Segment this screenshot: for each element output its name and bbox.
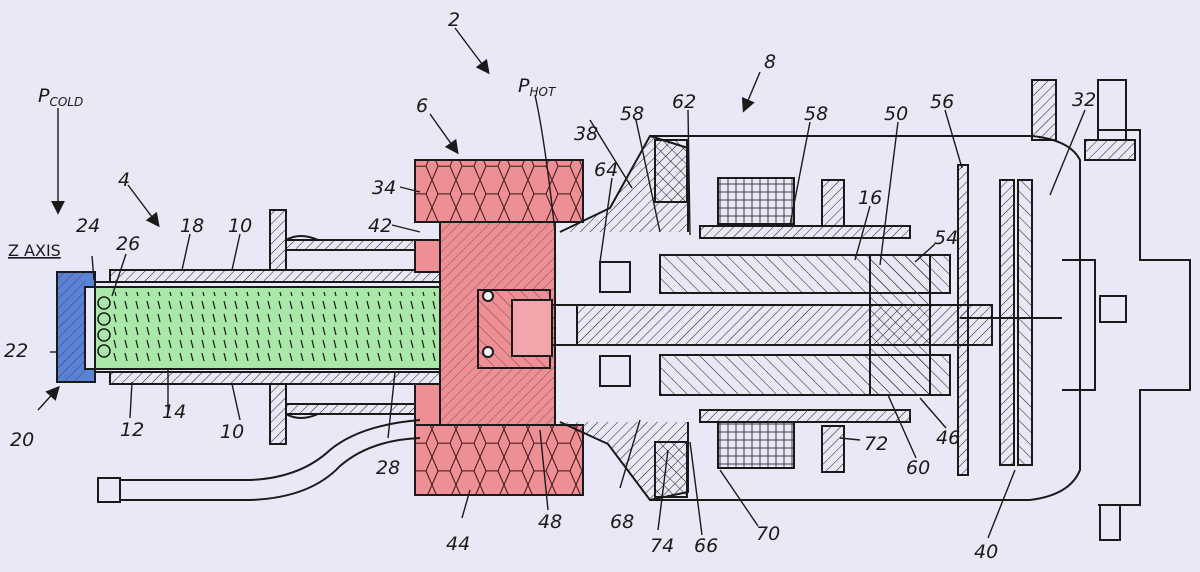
ref-64: 64 xyxy=(594,159,618,181)
ref-24: 24 xyxy=(76,215,100,237)
ref-58-left: 58 xyxy=(620,103,644,125)
fill-tube xyxy=(97,419,421,503)
spring-coils xyxy=(97,296,111,358)
motor-coil-lower xyxy=(699,409,911,473)
ref-54: 54 xyxy=(934,227,958,249)
ref-48: 48 xyxy=(538,511,562,533)
ref-38: 38 xyxy=(574,123,598,145)
ref-40: 40 xyxy=(974,541,998,563)
ref-20: 20 xyxy=(10,429,34,451)
ref-32: 32 xyxy=(1072,89,1096,111)
ref-34: 34 xyxy=(372,177,396,199)
ref-70: 70 xyxy=(756,523,780,545)
regenerator-screens xyxy=(112,292,468,364)
ref-46: 46 xyxy=(936,427,960,449)
ref-68: 68 xyxy=(610,511,634,533)
leader-lines xyxy=(37,27,1086,539)
ref-50: 50 xyxy=(884,103,908,125)
ref-44: 44 xyxy=(446,533,470,555)
ref-72: 72 xyxy=(864,433,888,455)
ref-8: 8 xyxy=(764,51,776,73)
ref-22: 22 xyxy=(4,340,28,362)
ref-58-right: 58 xyxy=(804,103,828,125)
ref-18: 18 xyxy=(180,215,204,237)
piston-assembly xyxy=(599,254,951,396)
ref-12: 12 xyxy=(120,419,144,441)
z-axis-label: Z AXIS xyxy=(8,241,61,260)
cold-end-cap-hatch xyxy=(57,272,85,382)
ref-10-top: 10 xyxy=(228,215,252,237)
ref-2: 2 xyxy=(448,9,460,31)
ref-56: 56 xyxy=(930,91,954,113)
ref-26: 26 xyxy=(116,233,140,255)
hot-heat-exchanger xyxy=(414,159,584,496)
ref-6: 6 xyxy=(416,95,428,117)
ref-60: 60 xyxy=(906,457,930,479)
ref-16: 16 xyxy=(858,187,882,209)
ref-28: 28 xyxy=(376,457,400,479)
p-cold-label: PCOLD xyxy=(38,85,83,109)
ref-66: 66 xyxy=(694,535,718,557)
labels: PCOLD PHOT Z AXIS 2 4 6 8 10 10 12 14 16… xyxy=(4,9,1096,563)
ref-42: 42 xyxy=(368,215,392,237)
ref-10-bottom: 10 xyxy=(220,421,244,443)
ref-62: 62 xyxy=(672,91,696,113)
motor-coil-upper xyxy=(699,177,911,239)
flexure-stack xyxy=(957,164,1062,476)
hot-chamber xyxy=(477,289,553,369)
end-housing xyxy=(1029,79,1191,541)
p-hot-label: PHOT xyxy=(518,75,557,99)
ref-74: 74 xyxy=(650,535,674,557)
motor-housing xyxy=(559,134,1032,502)
ref-4: 4 xyxy=(118,169,130,191)
ref-14: 14 xyxy=(162,401,186,423)
